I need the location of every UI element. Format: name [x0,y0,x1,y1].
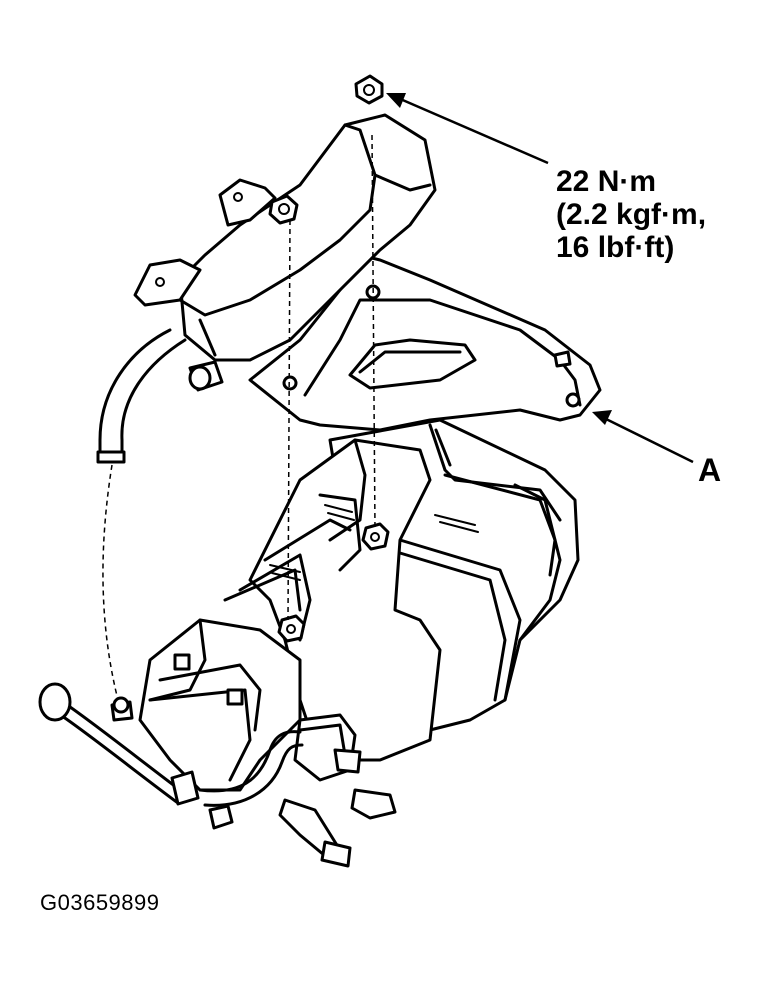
charcoal-canister [138,418,580,868]
torque-leader-arrow [386,93,549,165]
torque-spec-nm: 22 N·m [556,165,657,198]
purge-line [38,682,304,830]
figure-id: G03659899 [40,890,160,915]
part-a-label: A [698,452,722,488]
part-a-leader-arrow [592,410,694,464]
torque-spec-kgfm: (2.2 kgf·m, [556,198,707,231]
alignment-line [371,134,376,531]
torque-spec-callout: 22 N·m (2.2 kgf·m, 16 lbf·ft) [556,166,706,265]
filter-housing [133,113,437,392]
vent-hose [96,328,187,722]
torque-spec-lbfft: 16 lbf·ft) [556,231,675,264]
mounting-nut [354,74,384,105]
alignment-line [287,219,291,621]
